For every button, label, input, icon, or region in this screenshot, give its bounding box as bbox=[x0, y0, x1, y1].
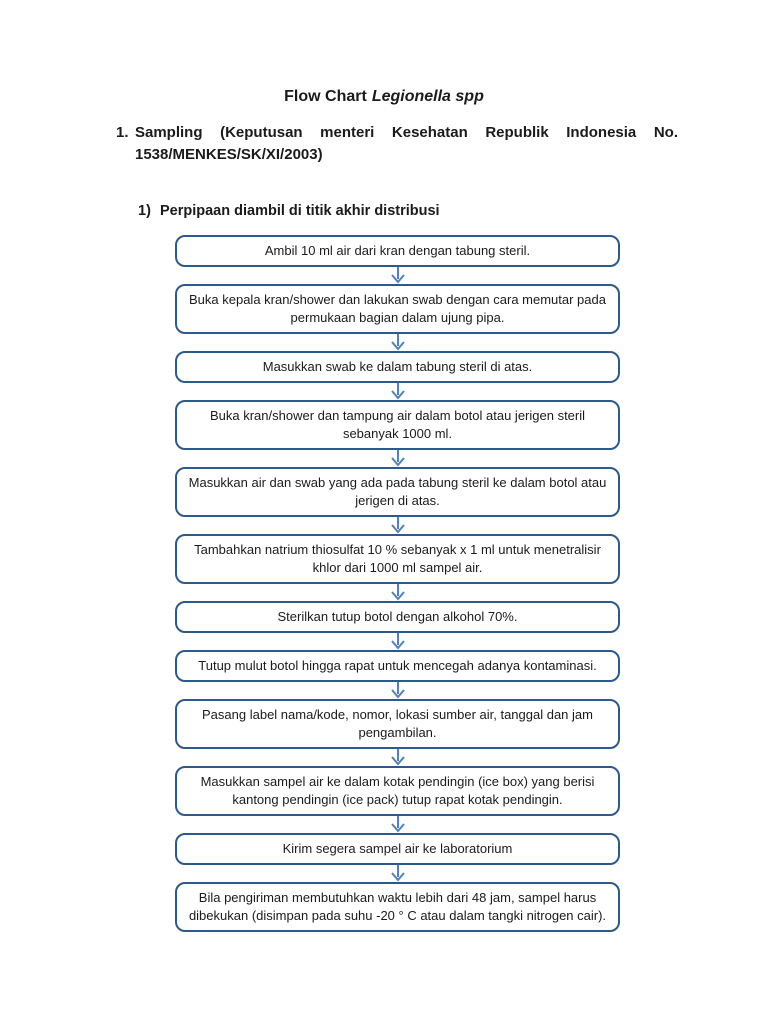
list-item-number: 1) bbox=[138, 203, 151, 219]
flowchart-step: Buka kran/shower dan tampung air dalam b… bbox=[175, 400, 620, 450]
flowchart-step: Sterilkan tutup botol dengan alkohol 70%… bbox=[175, 601, 620, 633]
flowchart-step: Bila pengiriman membutuhkan waktu lebih … bbox=[175, 882, 620, 932]
down-arrow-icon bbox=[390, 816, 405, 833]
list-item-heading: 1) Perpipaan diambil di titik akhir dist… bbox=[138, 203, 440, 219]
down-arrow-icon bbox=[390, 749, 405, 766]
down-arrow-icon bbox=[390, 334, 405, 351]
down-arrow-icon bbox=[390, 682, 405, 699]
page-title-main: Flow Chart bbox=[284, 88, 367, 105]
down-arrow-icon bbox=[390, 383, 405, 400]
flowchart-step: Kirim segera sampel air ke laboratorium bbox=[175, 833, 620, 865]
list-item-text: Perpipaan diambil di titik akhir distrib… bbox=[160, 203, 440, 219]
flowchart: Ambil 10 ml air dari kran dengan tabung … bbox=[175, 235, 620, 932]
section-heading: 1. Sampling (Keputusan menteri Kesehatan… bbox=[116, 122, 678, 165]
flowchart-step: Masukkan sampel air ke dalam kotak pendi… bbox=[175, 766, 620, 816]
flowchart-step: Masukkan swab ke dalam tabung steril di … bbox=[175, 351, 620, 383]
down-arrow-icon bbox=[390, 517, 405, 534]
flowchart-step: Tutup mulut botol hingga rapat untuk men… bbox=[175, 650, 620, 682]
section-heading-line1: Sampling (Keputusan menteri Kesehatan Re… bbox=[135, 124, 678, 141]
down-arrow-icon bbox=[390, 584, 405, 601]
down-arrow-icon bbox=[390, 865, 405, 882]
section-heading-number: 1. bbox=[116, 124, 129, 141]
page-title-species: Legionella spp bbox=[371, 88, 484, 105]
down-arrow-icon bbox=[390, 633, 405, 650]
down-arrow-icon bbox=[390, 267, 405, 284]
section-heading-line2: 1538/MENKES/SK/XI/2003) bbox=[135, 145, 323, 163]
section-heading-body: Sampling (Keputusan menteri Kesehatan Re… bbox=[135, 122, 678, 165]
flowchart-step: Ambil 10 ml air dari kran dengan tabung … bbox=[175, 235, 620, 267]
flowchart-step: Masukkan air dan swab yang ada pada tabu… bbox=[175, 467, 620, 517]
flowchart-step: Pasang label nama/kode, nomor, lokasi su… bbox=[175, 699, 620, 749]
flowchart-step: Tambahkan natrium thiosulfat 10 % sebany… bbox=[175, 534, 620, 584]
flowchart-step: Buka kepala kran/shower dan lakukan swab… bbox=[175, 284, 620, 334]
down-arrow-icon bbox=[390, 450, 405, 467]
